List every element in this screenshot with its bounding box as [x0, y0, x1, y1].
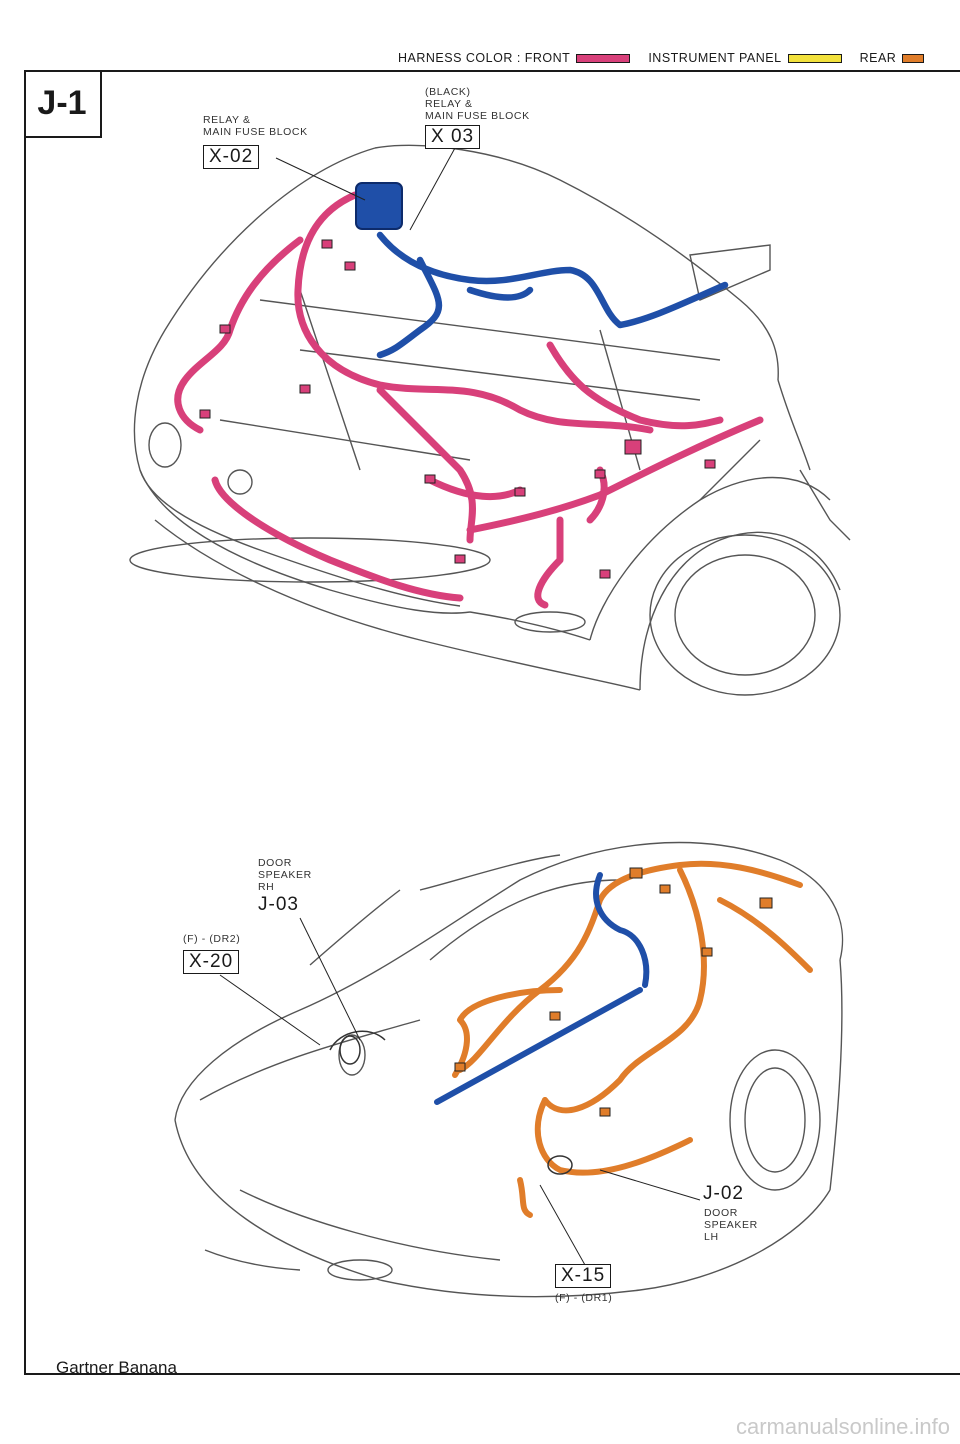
x02-desc-line1: RELAY & [203, 114, 251, 126]
x02-code: X-02 [203, 145, 260, 169]
j02-desc-line2: SPEAKER [704, 1219, 758, 1231]
rear-harness-bottom [452, 860, 813, 1218]
x03-desc-line2: MAIN FUSE BLOCK [425, 110, 530, 122]
front-harness-top [174, 191, 764, 609]
footer-note: Gartner Banana [56, 1358, 177, 1377]
x02-desc: RELAY & MAIN FUSE BLOCK [203, 114, 308, 138]
j03-desc: DOOR SPEAKER RH [258, 857, 312, 893]
connectors-top [199, 239, 716, 579]
blue-harness-bottom [434, 872, 650, 1105]
j03-desc-line1: DOOR [258, 857, 292, 869]
front-harness-swatch [576, 53, 631, 63]
blue-harness-top [376, 231, 729, 359]
j03-code: J-03 [258, 894, 299, 915]
x15-code: X-15 [555, 1264, 612, 1288]
rear-car-body-outline [174, 841, 844, 1298]
j03-desc-line2: SPEAKER [258, 869, 312, 881]
instrument-panel-harness-swatch [787, 53, 842, 63]
front-car-body-outline [129, 144, 851, 696]
j02-code: J-02 [703, 1183, 744, 1204]
x20-desc: (F) - (DR2) [183, 933, 241, 945]
j02-desc: DOOR SPEAKER LH [704, 1207, 758, 1243]
j02-desc-line3: LH [704, 1231, 719, 1243]
x15-desc: (F) - (DR1) [555, 1292, 613, 1304]
door-speaker-lh-symbol [547, 1155, 573, 1175]
leader-lines-bottom [219, 917, 701, 1266]
main-fuse-block-black [355, 182, 403, 230]
x20-code: X-20 [183, 950, 240, 974]
page-id: J-1 [24, 70, 102, 138]
j03-desc-line3: RH [258, 881, 275, 893]
x03-desc-line0: (BLACK) [425, 86, 471, 98]
x03-desc: (BLACK) RELAY & MAIN FUSE BLOCK [425, 86, 530, 122]
x02-desc-line2: MAIN FUSE BLOCK [203, 126, 308, 138]
x03-code: X 03 [425, 125, 481, 149]
leader-lines-top [275, 147, 456, 231]
connectors-bottom [454, 867, 773, 1117]
legend-front-label: HARNESS COLOR : FRONT [398, 51, 571, 65]
x03-desc-line1: RELAY & [425, 98, 473, 110]
j02-desc-line1: DOOR [704, 1207, 738, 1219]
legend-rear-label: REAR [859, 51, 897, 65]
legend-instrument-panel-label: INSTRUMENT PANEL [648, 51, 782, 65]
harness-color-legend: HARNESS COLOR : FRONT INSTRUMENT PANEL R… [398, 48, 925, 68]
footer-site: carmanualsonline.info [735, 1414, 950, 1439]
page-frame [24, 70, 960, 1375]
rear-harness-swatch [902, 53, 925, 63]
